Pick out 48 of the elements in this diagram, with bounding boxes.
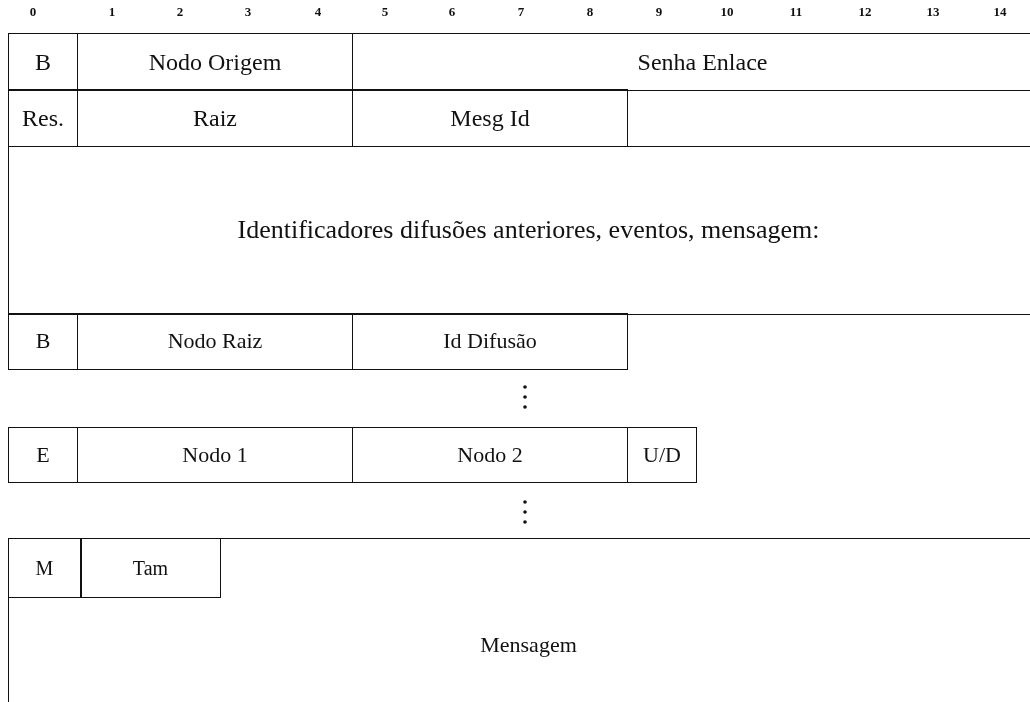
bit-number: 8 — [586, 4, 594, 20]
field-label: Res. — [22, 104, 64, 132]
field-cell — [77, 427, 353, 483]
field-label: Nodo 2 — [457, 442, 523, 468]
bit-number: 10 — [720, 4, 734, 20]
field-label: Mesg Id — [450, 104, 530, 132]
field-label: E — [36, 442, 50, 468]
field-cell — [77, 33, 353, 91]
field-cell — [8, 538, 1030, 702]
bit-number: 0 — [29, 4, 37, 20]
field-cell — [352, 33, 1030, 91]
field-label: Mensagem — [480, 633, 577, 658]
field-cell — [80, 537, 221, 598]
field-cell — [627, 427, 697, 483]
field-cell — [7, 537, 82, 598]
field-cell — [8, 33, 78, 91]
bit-number: 9 — [655, 4, 663, 20]
field-label: B — [35, 329, 51, 354]
bit-number: 4 — [314, 4, 322, 20]
field-cell — [8, 313, 78, 370]
field-label: B — [35, 48, 51, 76]
field-cell — [8, 89, 78, 147]
field-label: Identificadores difusões anteriores, eventos, mensagem: — [237, 216, 820, 245]
bit-number: 1 — [108, 4, 116, 20]
field-cell — [77, 313, 353, 370]
field-label: Nodo Origem — [148, 48, 282, 76]
field-cell — [352, 89, 628, 147]
bit-number: 3 — [244, 4, 252, 20]
bit-number: 11 — [789, 4, 803, 20]
field-cell — [352, 313, 628, 370]
bit-number: 7 — [517, 4, 525, 20]
field-label: Senha Enlace — [637, 48, 768, 76]
bit-number: 13 — [926, 4, 940, 20]
field-label: Nodo 1 — [182, 442, 248, 468]
field-cell — [352, 427, 628, 483]
bit-number: 6 — [448, 4, 456, 20]
field-label: Nodo Raiz — [167, 329, 263, 354]
field-label: Id Difusão — [443, 329, 537, 354]
field-label: Tam — [132, 556, 169, 579]
bit-number: 12 — [858, 4, 872, 20]
field-label: U/D — [643, 442, 681, 468]
bit-number: 14 — [993, 4, 1007, 20]
bit-number: 5 — [381, 4, 389, 20]
field-cell — [8, 146, 1030, 315]
field-label: Raiz — [193, 104, 237, 132]
field-label: M — [35, 556, 54, 579]
bit-number: 2 — [176, 4, 184, 20]
field-cell — [8, 427, 78, 483]
